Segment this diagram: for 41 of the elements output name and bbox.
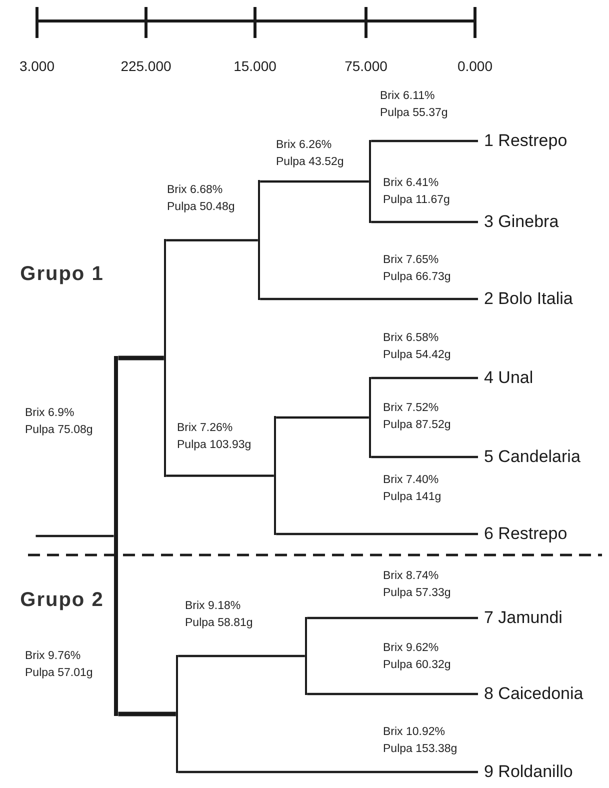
dendrogram-branch <box>118 356 164 360</box>
tick-label: 3.000 <box>18 58 56 74</box>
junction-bar <box>164 239 166 477</box>
dendrogram-branch <box>276 532 478 536</box>
group-label: Grupo 1 <box>20 262 104 286</box>
dendrogram-branch <box>276 416 369 419</box>
dendrogram-branch <box>371 376 478 380</box>
leaf-label: 8 Caicedonia <box>478 683 584 705</box>
tick-label: 75.000 <box>344 58 388 74</box>
junction-bar <box>368 376 372 458</box>
dendrogram-branch <box>178 654 305 658</box>
junction-bar <box>368 140 372 224</box>
dendrogram-branch <box>307 692 478 696</box>
leaf-label: 5 Candelaria <box>478 446 580 468</box>
leaf-label: 6 Restrepo <box>478 523 568 545</box>
leaf-label: 1 Restrepo <box>478 130 568 152</box>
dendrogram-branch <box>371 140 478 142</box>
group-label: Grupo 2 <box>20 588 104 612</box>
tick-label: 15.000 <box>232 58 278 74</box>
tick-label: 225.000 <box>120 58 172 74</box>
leaf-label: 2 Bolo Italia <box>478 288 573 310</box>
tick-label: 0.000 <box>456 58 494 74</box>
dendrogram-branch <box>371 220 478 224</box>
dendrogram-branch <box>166 239 258 242</box>
dendrogram-branch <box>307 616 478 620</box>
dendrogram-branch <box>260 298 478 300</box>
junction-bar <box>274 416 276 536</box>
junction-bar <box>176 654 178 774</box>
dendrogram-branch <box>166 474 274 477</box>
dendrogram-branch <box>260 180 369 183</box>
junction-bar <box>258 180 260 300</box>
leaf-label: 4 Unal <box>478 367 534 389</box>
leaf-label: 7 Jamundi <box>478 607 562 629</box>
leaf-label: 3 Ginebra <box>478 211 559 233</box>
leaf-label: 9 Roldanillo <box>478 761 573 783</box>
dendrogram-branch <box>178 770 478 774</box>
junction-bar <box>304 616 308 696</box>
dendrogram-branch <box>371 456 478 458</box>
dendrogram-branch <box>36 534 114 538</box>
junction-bar <box>114 356 118 716</box>
dendrogram-branch <box>118 712 176 716</box>
